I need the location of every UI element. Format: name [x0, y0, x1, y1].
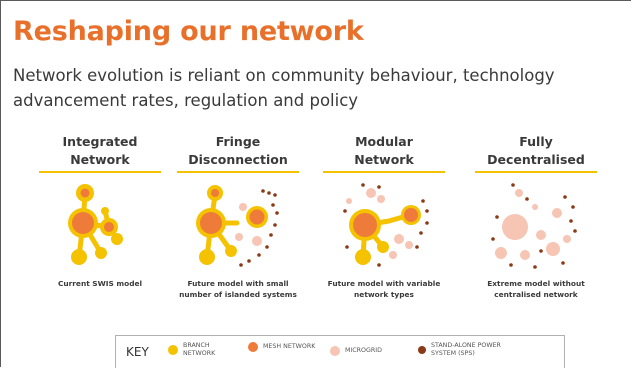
sps-swatch — [418, 346, 426, 354]
key-item-label: Microgrid — [345, 347, 382, 354]
column-caption: Future model with small number of island… — [179, 279, 297, 299]
column-rule — [323, 171, 445, 173]
column-caption: Future model with variable network types — [327, 279, 441, 299]
key-item-mesh-network: Mesh network — [248, 342, 323, 352]
column-rule — [39, 171, 161, 173]
column-caption: Current SWIS model — [57, 279, 143, 288]
branch-network-swatch — [168, 345, 178, 355]
column-caption: Extreme model without centralised networ… — [487, 279, 585, 299]
microgrid-swatch — [330, 346, 340, 356]
key-item-label: Branch network — [183, 342, 216, 357]
key-item-branch-network: Branch network — [168, 342, 243, 358]
fully-decentralised-diagram — [491, 183, 577, 269]
mesh-network-swatch — [248, 342, 258, 352]
key-label: KEY — [126, 345, 149, 359]
column-rule — [475, 171, 597, 173]
integrated-network-diagram — [68, 184, 123, 265]
key-item-stand-alone-power-system: Stand-alone power system (SPS) — [418, 342, 521, 358]
modular-network-diagram — [343, 183, 429, 267]
legend-key: KEY Branch network Mesh network Microgri… — [115, 335, 565, 368]
key-item-label: Stand-alone power system (SPS) — [431, 342, 501, 357]
column-rule — [177, 171, 299, 173]
key-item-microgrid: Microgrid — [330, 346, 405, 356]
fringe-disconnection-diagram — [196, 185, 279, 267]
slide-subtitle: Network evolution is reliant on communit… — [13, 66, 555, 110]
key-item-label: Mesh network — [263, 343, 316, 350]
slide-title: Reshaping our network — [13, 16, 364, 47]
